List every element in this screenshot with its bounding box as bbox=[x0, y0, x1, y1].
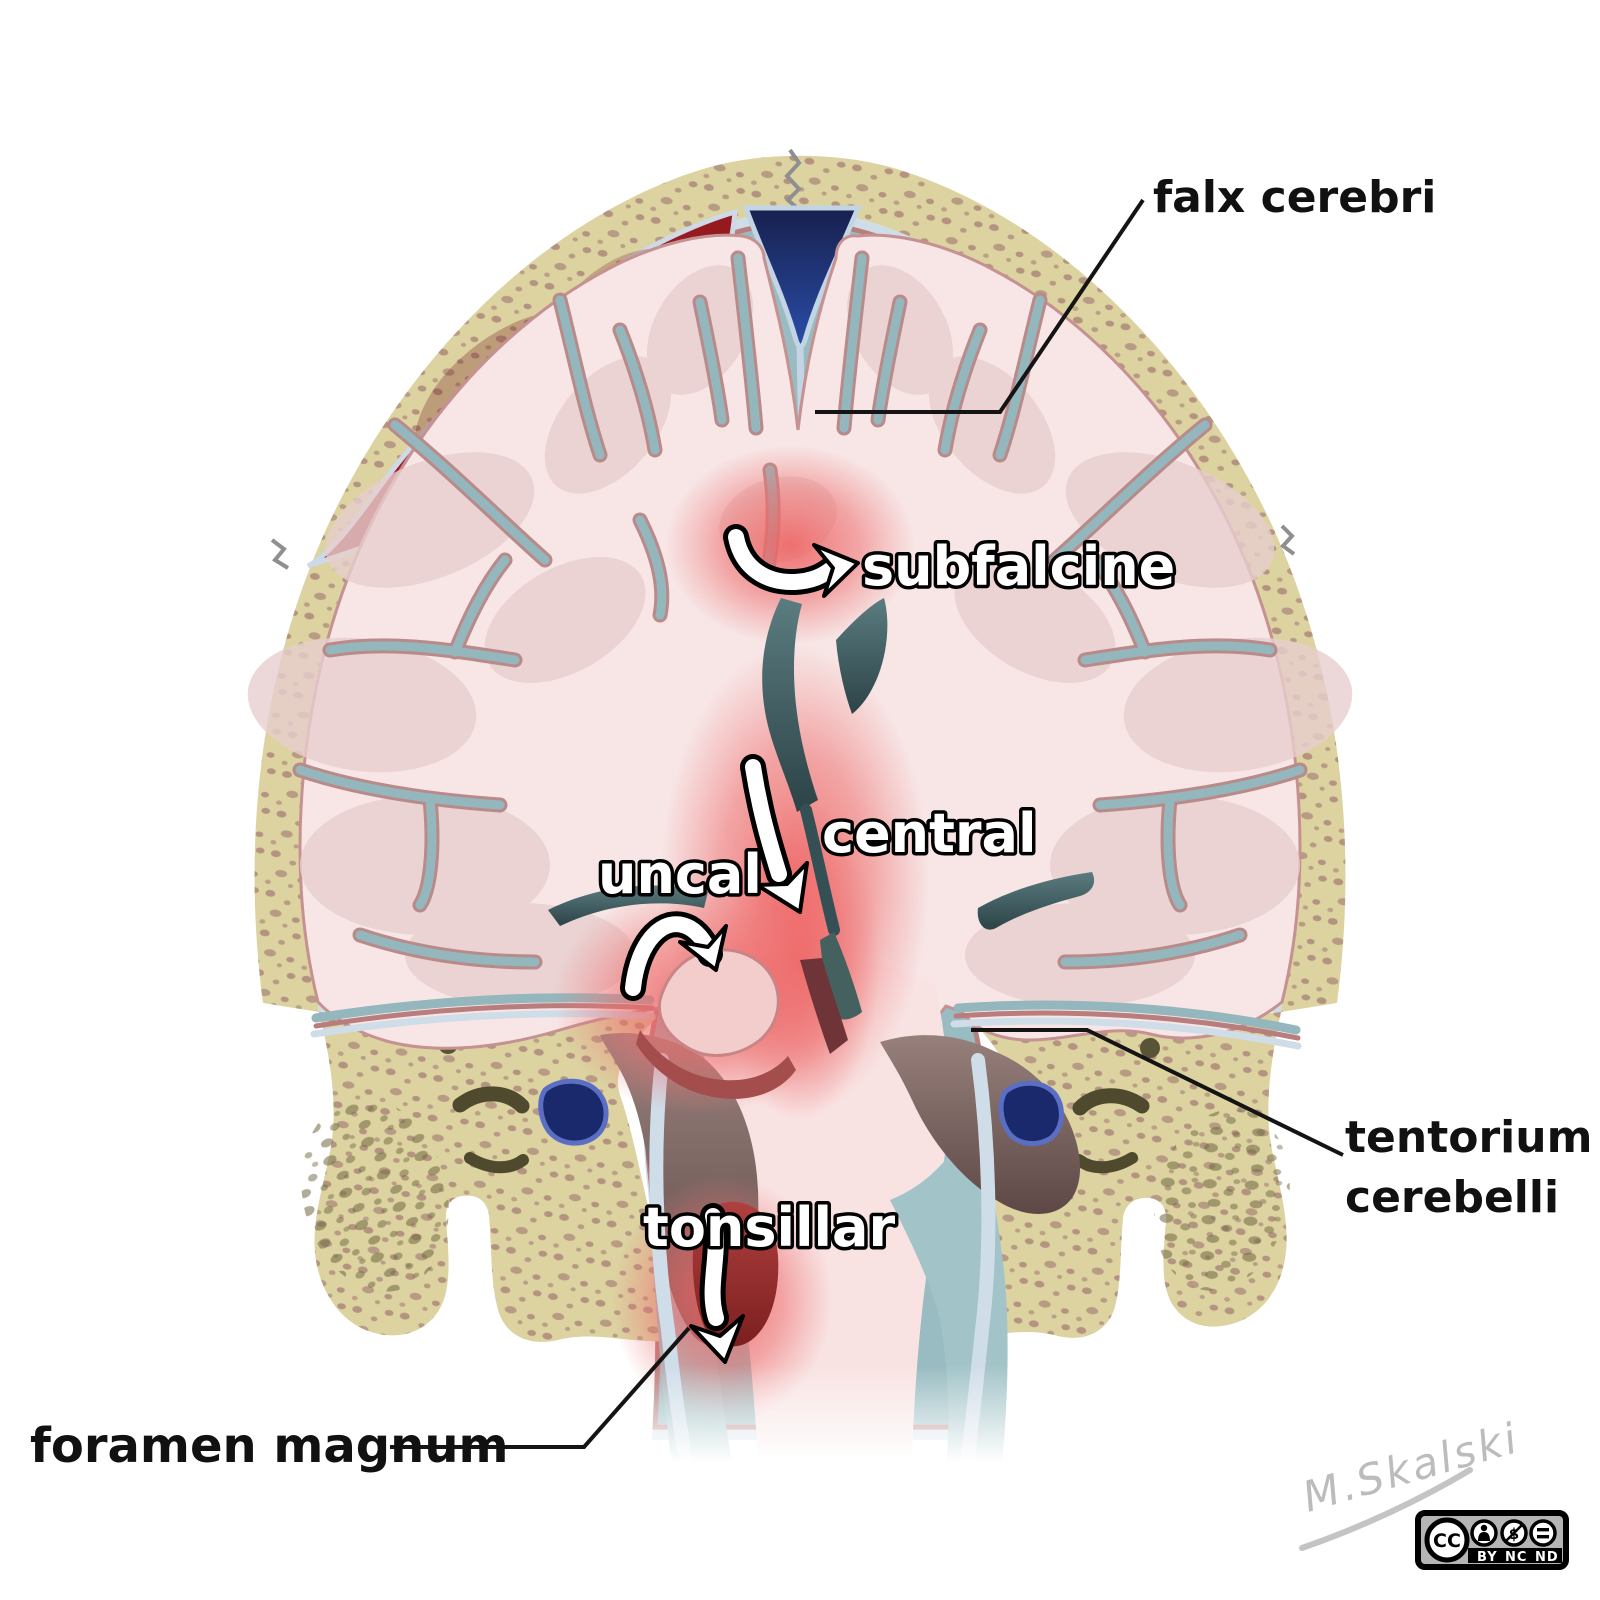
nc-icon: $ bbox=[1500, 1519, 1528, 1547]
by-label: BY bbox=[1477, 1550, 1498, 1565]
temporal-horn-left bbox=[548, 885, 708, 926]
tentorium-label-line2: cerebelli bbox=[1345, 1172, 1559, 1223]
subfalcine-glow bbox=[665, 445, 915, 645]
foramen-magnum-leader bbox=[390, 1326, 691, 1449]
nd-label: ND bbox=[1535, 1550, 1559, 1565]
central-label: central bbox=[822, 802, 1036, 865]
tentorium-label-line1: tentorium bbox=[1345, 1112, 1592, 1163]
uncal-arrow-icon bbox=[620, 911, 728, 1001]
license-badge: CC $ BY NC ND bbox=[1415, 1510, 1569, 1570]
by-icon bbox=[1470, 1519, 1498, 1547]
petrous-bone-canals bbox=[438, 1034, 1160, 1174]
falx-cerebri-leader bbox=[815, 198, 1145, 414]
tentorium-leader bbox=[971, 1028, 1344, 1157]
canal-fade bbox=[555, 1365, 1095, 1495]
falx-cerebri-label: falx cerebri bbox=[1153, 172, 1436, 223]
lateral-ventricle-right bbox=[977, 872, 1095, 930]
skull-base bbox=[301, 1007, 1290, 1342]
nc-label: NC bbox=[1505, 1550, 1527, 1565]
cerebrum bbox=[247, 233, 1353, 1050]
foramen-magnum-label: foramen magnum bbox=[30, 1418, 509, 1474]
nd-icon bbox=[1529, 1519, 1557, 1547]
subfalcine-arrow-icon bbox=[723, 524, 860, 598]
mastoid-air-cells-right bbox=[1154, 1109, 1290, 1291]
mastoid-air-cells-left bbox=[301, 1098, 449, 1292]
sagittal-suture-icon bbox=[270, 148, 1296, 570]
lateral-ventricles bbox=[548, 598, 1095, 1054]
cc-logo-icon: CC bbox=[1424, 1517, 1470, 1563]
central-arrow-icon bbox=[740, 754, 809, 914]
skull bbox=[254, 148, 1346, 1440]
tonsillar-label: tonsillar bbox=[643, 1196, 895, 1259]
subfalcine-label: subfalcine bbox=[862, 535, 1175, 598]
tonsillar-arrow-icon bbox=[689, 1203, 745, 1364]
uncal-label: uncal bbox=[598, 843, 762, 906]
jugular-sinus-left bbox=[538, 1078, 609, 1146]
jugular-sinus-right bbox=[998, 1080, 1064, 1147]
svg-text:CC: CC bbox=[1433, 1530, 1461, 1552]
